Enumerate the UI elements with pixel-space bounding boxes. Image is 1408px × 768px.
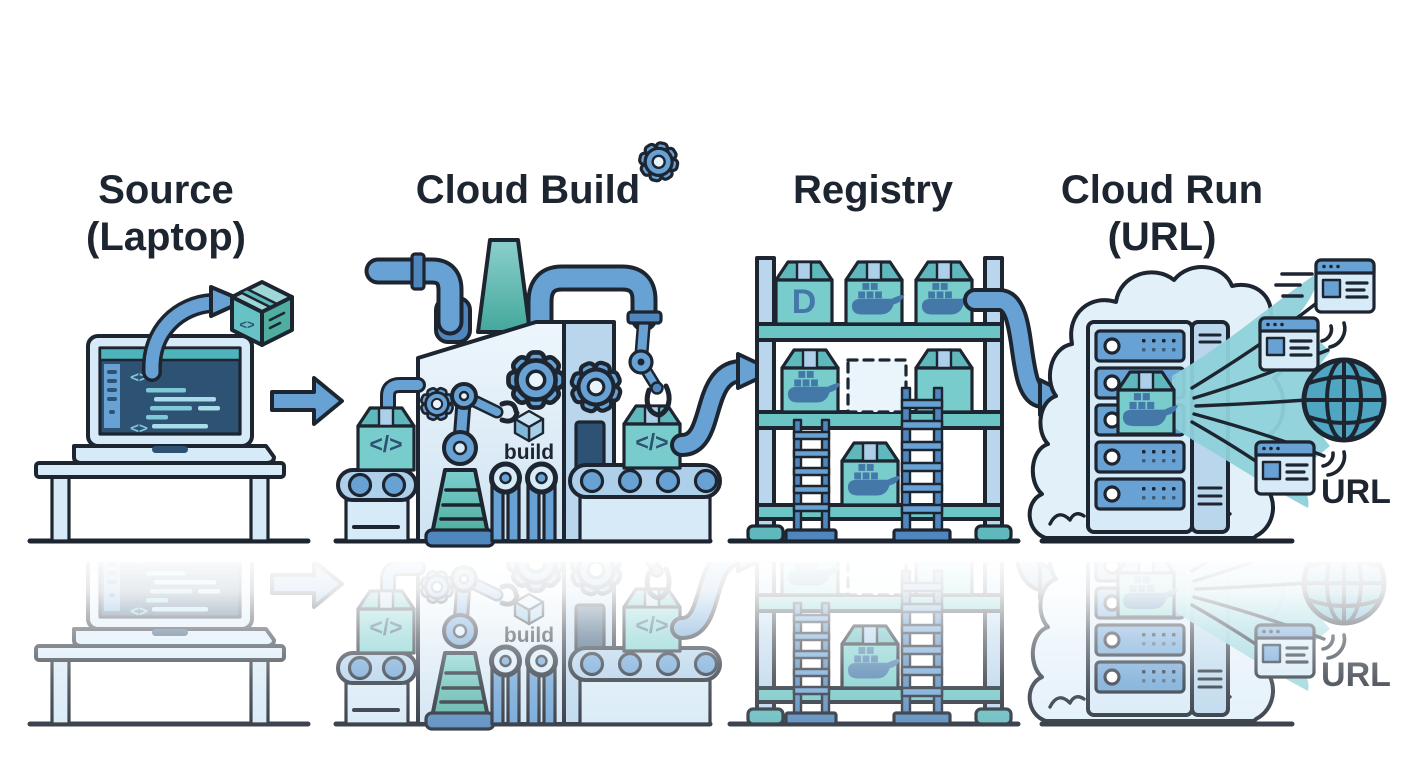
gear-icon bbox=[634, 137, 683, 186]
conveyor-right bbox=[568, 463, 722, 543]
browser-window-icon bbox=[1258, 316, 1320, 372]
gear-icon bbox=[508, 352, 563, 407]
flow-arrow-icon bbox=[270, 376, 344, 426]
speed-lines-icon bbox=[1274, 272, 1314, 298]
stage-subtitle: (Laptop) bbox=[86, 215, 246, 259]
code-editor: <> <> bbox=[98, 346, 242, 437]
docker-crate-icon bbox=[840, 441, 901, 507]
docker-crate-icon bbox=[780, 348, 841, 414]
url-label: URL bbox=[1321, 473, 1391, 511]
stage-cloud-run: URL bbox=[1027, 258, 1391, 540]
empty-slot-icon bbox=[846, 358, 908, 414]
chimney bbox=[476, 238, 532, 334]
code-crate-icon: </> bbox=[356, 406, 416, 472]
docker-logo: D bbox=[792, 283, 817, 321]
build-cube-icon bbox=[513, 409, 545, 443]
ladder-icon bbox=[784, 418, 838, 543]
side-pipe bbox=[380, 377, 426, 414]
docker-crate-on-server bbox=[1116, 370, 1178, 436]
upload-arrow-icon bbox=[141, 285, 246, 382]
stage-source: <> <> bbox=[34, 280, 344, 543]
code-crate-icon: </> bbox=[622, 404, 682, 470]
stage-titles: Source (Laptop) Cloud Build Registry Clo… bbox=[86, 168, 1263, 259]
crate-code-label: </> bbox=[635, 429, 668, 455]
signal-arcs-icon bbox=[1320, 321, 1347, 349]
browser-window-icon bbox=[1314, 258, 1376, 314]
loop-pipes bbox=[489, 461, 558, 543]
package-code-tag: <> bbox=[239, 317, 255, 332]
docker-logo-crate-icon: D bbox=[774, 260, 834, 326]
docker-crate-icon bbox=[844, 260, 905, 326]
ladder-icon bbox=[892, 386, 952, 543]
factory-door bbox=[574, 420, 606, 472]
laptop-icon: <> <> bbox=[72, 334, 276, 465]
package-cube-icon: <> bbox=[230, 280, 294, 347]
stage-title: Cloud Build bbox=[416, 168, 640, 212]
code-tag-close: <> bbox=[130, 419, 148, 437]
stage-title: Registry bbox=[793, 168, 954, 212]
browser-window-icon bbox=[1254, 440, 1316, 496]
globe-icon bbox=[1301, 357, 1387, 443]
stage-cloud-build: build </> bbox=[336, 137, 776, 548]
arch-pipe bbox=[526, 264, 658, 338]
table bbox=[34, 461, 286, 543]
stage-registry: D bbox=[746, 256, 1078, 543]
stage-subtitle: (URL) bbox=[1108, 215, 1217, 259]
intake-pipe bbox=[364, 252, 464, 336]
crate-code-label: </> bbox=[369, 431, 402, 457]
gripper-arm-icon bbox=[626, 310, 672, 418]
reflection-fade bbox=[0, 552, 1408, 768]
signal-arcs-icon bbox=[1321, 450, 1347, 477]
build-label: build bbox=[504, 441, 554, 464]
robot-arm-icon bbox=[424, 382, 520, 548]
conveyor-left bbox=[336, 468, 418, 543]
stage-title: Cloud Run bbox=[1061, 168, 1263, 212]
stage-title: Source bbox=[98, 168, 234, 212]
